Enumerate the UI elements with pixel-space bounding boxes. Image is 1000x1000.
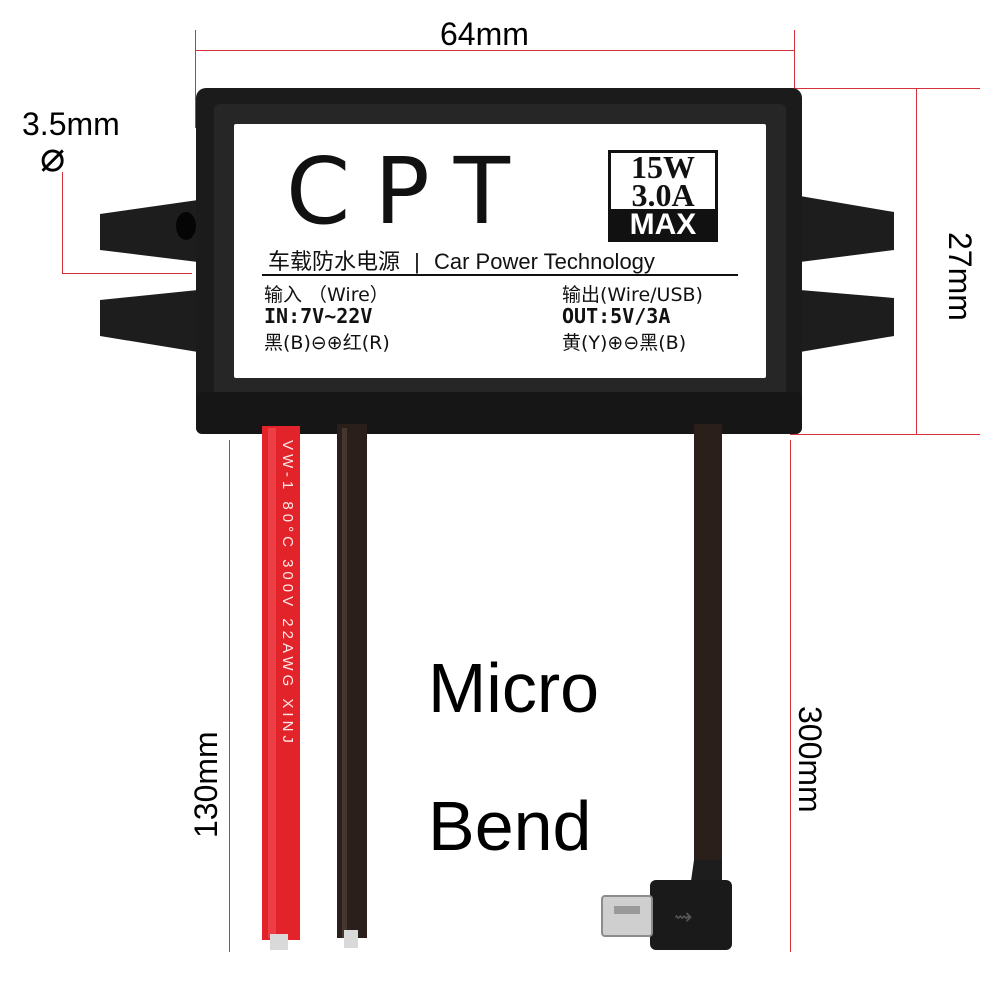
product-label: CPT 15W 3.0A MAX 车载防水电源 | Car Power Tech…	[234, 124, 766, 378]
rating-power: 15W	[631, 149, 695, 185]
rating-badge: 15W 3.0A MAX	[608, 149, 718, 242]
caption-bend: Bend	[428, 787, 592, 865]
subtitle-line: 车载防水电源 | Car Power Technology	[268, 244, 655, 276]
width-label: 64mm	[440, 16, 529, 52]
diameter-icon: ⌀	[40, 133, 66, 180]
subtitle-cn: 车载防水电源	[268, 249, 401, 274]
micro-usb-connector	[601, 895, 653, 937]
output-spec: OUT:5V/3A	[562, 304, 671, 328]
wire-print-text: VW-1 80°C 300V 22AWG XINJ	[279, 440, 296, 747]
brand-name: CPT	[286, 138, 534, 245]
caption-micro: Micro	[428, 649, 600, 727]
hole-label: 3.5mm	[22, 106, 120, 142]
rating-current: 3.0A	[631, 177, 695, 213]
label-divider	[262, 274, 738, 276]
output-polarity: 黄(Y)⊕⊖黑(B)	[562, 332, 687, 354]
subtitle-separator: |	[414, 249, 420, 274]
output-title: 输出(Wire/USB)	[562, 284, 703, 306]
subtitle-en: Car Power Technology	[433, 249, 655, 274]
input-polarity: 黑(B)⊖⊕红(R)	[264, 332, 390, 354]
micro-usb-plug-housing	[650, 880, 732, 950]
input-spec: IN:7V~22V	[264, 304, 373, 328]
output-usb-wire	[694, 424, 722, 864]
black-input-wire	[337, 424, 367, 938]
usb-icon: ⇝	[674, 904, 693, 929]
rating-max: MAX	[611, 209, 715, 241]
input-title: 输入 （Wire）	[264, 284, 389, 306]
